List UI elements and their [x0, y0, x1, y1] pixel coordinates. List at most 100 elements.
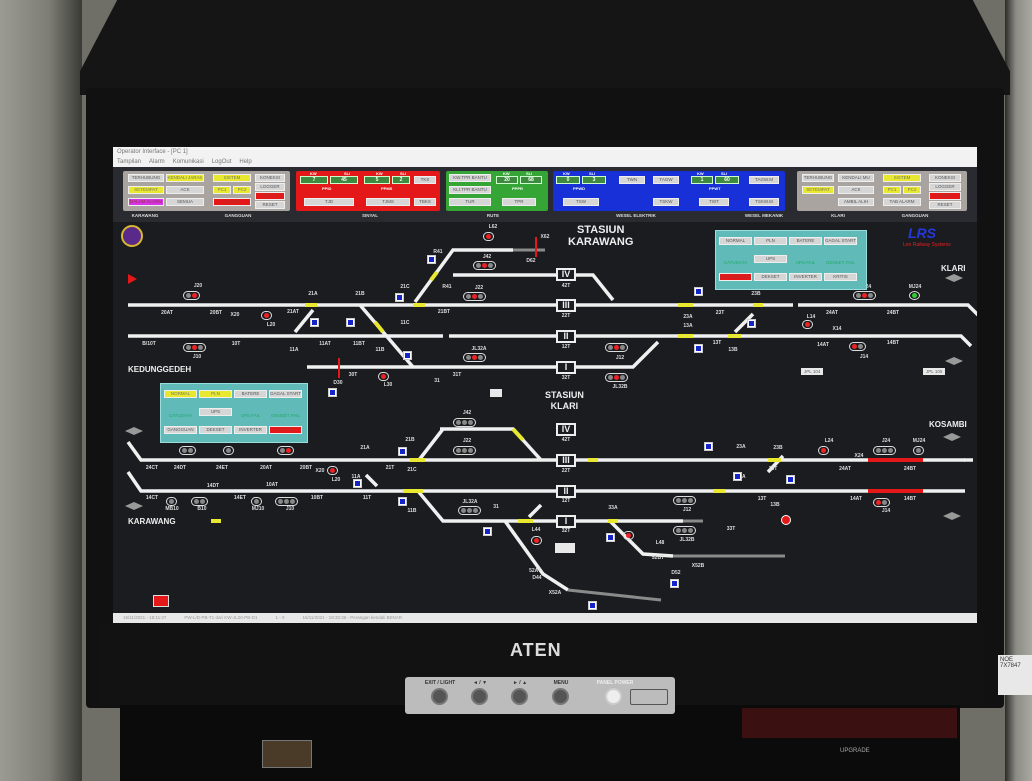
klari-reset-button[interactable]: RESET [929, 201, 961, 209]
signal-j24[interactable] [873, 446, 896, 455]
setempat-button[interactable]: SETEMPAT [128, 186, 164, 194]
alarm-monitor-icon[interactable] [153, 595, 169, 607]
signal-mb10[interactable] [166, 497, 177, 506]
twt-button[interactable]: TWT [699, 198, 729, 206]
twn-button[interactable]: TWN [619, 176, 645, 184]
kendali-button[interactable]: KENDALI JARAK [166, 174, 204, 182]
terhubung-button[interactable]: TERHUBUNG [128, 174, 164, 182]
logger-button[interactable]: LOGGER [255, 183, 285, 191]
semua-button[interactable]: SEMUA [166, 198, 204, 206]
point-switch-button[interactable] [694, 344, 703, 353]
tjd-button[interactable]: TJD [304, 198, 354, 206]
tbks-button[interactable]: TBKS [414, 198, 436, 206]
indicator-box[interactable] [490, 389, 502, 397]
track-box-iii-lower[interactable]: III [556, 454, 576, 467]
signal-j14[interactable] [849, 342, 866, 351]
klari-kendali-button[interactable]: KENDALI MU [838, 174, 874, 182]
point-switch-button[interactable] [395, 293, 404, 302]
signal-mj10[interactable] [251, 497, 262, 506]
point-switch-button[interactable] [670, 579, 679, 588]
signal-l48[interactable] [623, 531, 634, 540]
track-box-i-lower[interactable]: I [556, 515, 576, 528]
signal-l20[interactable] [327, 466, 338, 475]
signal-l44[interactable] [531, 536, 542, 545]
klari-setempat-button[interactable]: SETEMPAT [802, 186, 834, 194]
pc2-button[interactable]: PC2 [233, 186, 251, 194]
track-box-ii-lower[interactable]: II [556, 485, 576, 498]
track-box-iii[interactable]: III [556, 299, 576, 312]
signal-mj24[interactable] [909, 291, 920, 300]
point-switch-button[interactable] [398, 447, 407, 456]
tagw-button[interactable]: TAGW [653, 176, 679, 184]
point-switch-button[interactable] [704, 442, 713, 451]
kli-tpr-bantu-button[interactable]: KLI.TPR BANTU [449, 186, 491, 194]
track-box-i[interactable]: I [556, 361, 576, 374]
signal-l30[interactable] [378, 372, 389, 381]
tpr-button[interactable]: TPR [502, 198, 536, 206]
left-down-button[interactable] [471, 688, 488, 705]
right-up-button[interactable] [511, 688, 528, 705]
point-switch-button[interactable] [588, 601, 597, 610]
signal-b10[interactable] [191, 497, 208, 506]
signal-j22[interactable] [463, 292, 486, 301]
signal-mb20[interactable] [223, 446, 234, 455]
signal-jl32a[interactable] [463, 353, 486, 362]
point-switch-button[interactable] [747, 319, 756, 328]
klari-pc2-button[interactable]: PC2 [903, 186, 921, 194]
klari-tab-alarm-button[interactable]: TAB ALARM [883, 198, 921, 206]
point-switch-button[interactable] [328, 388, 337, 397]
signal-j42[interactable] [473, 261, 496, 270]
track-box-iv[interactable]: IV [556, 268, 576, 281]
direction-diamond-icon[interactable] [125, 502, 143, 510]
klari-kritis-button[interactable]: KRITIS [929, 192, 961, 200]
signal-j10[interactable] [183, 343, 206, 352]
koneksi-button[interactable]: KONEKSI [255, 174, 285, 182]
point-switch-button[interactable] [398, 497, 407, 506]
klari-terhubung-button[interactable]: TERHUBUNG [802, 174, 834, 182]
gangguan-alarm-button[interactable]: ALARM [213, 198, 251, 206]
signal-jl32b[interactable] [605, 373, 628, 382]
point-switch-button[interactable] [310, 318, 319, 327]
tks-button[interactable]: TKS [414, 176, 436, 184]
point-switch-button[interactable] [483, 527, 492, 536]
signal-jl32a[interactable] [458, 506, 481, 515]
tjms-button[interactable]: TJMS [366, 198, 410, 206]
tskw-m-button[interactable]: TSKW.M [749, 198, 779, 206]
level-crossing-jpl104[interactable]: JPL 104 [801, 368, 824, 375]
exit-light-button[interactable] [431, 688, 448, 705]
signal-j20[interactable] [183, 291, 200, 300]
klari-koneksi-button[interactable]: KONEKSI [929, 174, 961, 182]
track-box-ii[interactable]: II [556, 330, 576, 343]
kritis-button[interactable]: KRITIS [255, 192, 285, 200]
menu-help[interactable]: Help [239, 159, 252, 165]
signal-l62[interactable] [483, 232, 494, 241]
signal-jl32b[interactable] [673, 526, 696, 535]
signal-j22[interactable] [453, 446, 476, 455]
menu-logout[interactable]: LogOut [211, 159, 232, 165]
ack-button[interactable]: ACK [166, 186, 204, 194]
point-switch-button[interactable] [786, 475, 795, 484]
menu-tampilan[interactable]: Tampilan [117, 159, 142, 165]
klari-ack-button[interactable]: ACK [838, 186, 874, 194]
tskw-button[interactable]: TSKW [653, 198, 679, 206]
signal-j10[interactable] [275, 497, 298, 506]
reset-button[interactable]: RESET [255, 201, 285, 209]
sistem-button[interactable]: SISTEM [213, 174, 251, 182]
tsw-button[interactable]: TSW [563, 198, 599, 206]
klari-sistem-button[interactable]: SISTEM [883, 174, 921, 182]
menu-alarm[interactable]: Alarm [149, 159, 165, 165]
indicator-box[interactable] [555, 543, 575, 553]
direction-diamond-icon[interactable] [945, 357, 963, 365]
signal-mj24[interactable] [913, 446, 924, 455]
tur-button[interactable]: TUR [449, 198, 491, 206]
menu-komunikasi[interactable]: Komunikasi [172, 159, 204, 165]
direction-diamond-icon[interactable] [943, 512, 961, 520]
signal-j42[interactable] [453, 418, 476, 427]
level-crossing-jpl105[interactable]: JPL 105 [923, 368, 946, 375]
direction-diamond-icon[interactable] [945, 274, 963, 282]
point-switch-button[interactable] [694, 287, 703, 296]
point-switch-button[interactable] [733, 472, 742, 481]
track-box-iv-lower[interactable]: IV [556, 423, 576, 436]
power-button[interactable] [605, 688, 622, 705]
klari-pc1-button[interactable]: PC1 [883, 186, 901, 194]
